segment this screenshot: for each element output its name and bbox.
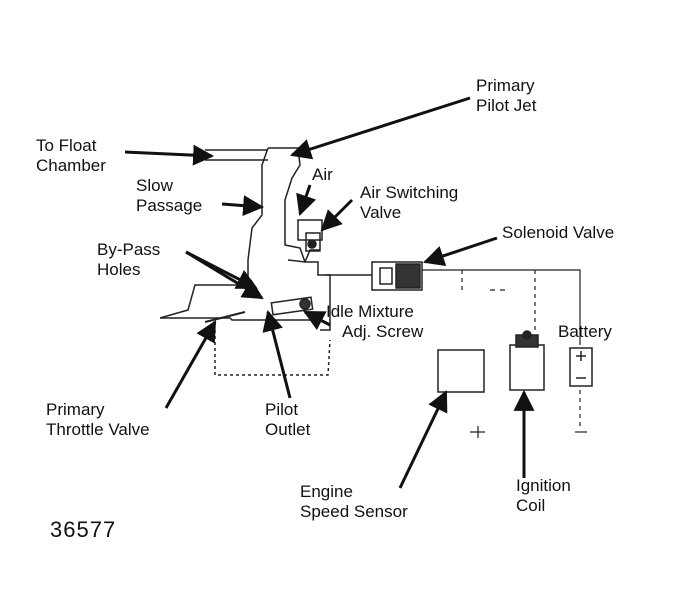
label-air-text: Air (312, 165, 333, 184)
label-by-pass-holes: By-Pass Holes (97, 240, 160, 280)
label-slow-passage-line1: Slow (136, 176, 173, 195)
label-pilot-outlet-line2: Outlet (265, 420, 311, 439)
label-engine-speed-sensor: Engine Speed Sensor (300, 482, 408, 522)
carburetor-body (159, 147, 421, 376)
label-slow-passage: Slow Passage (136, 176, 202, 216)
label-primary-pilot-jet-line2: Pilot Jet (476, 96, 537, 115)
label-slow-passage-line2: Passage (136, 196, 203, 215)
label-battery-text: Battery (558, 322, 612, 341)
label-idle-mixture-line2: Adj. Screw (342, 322, 424, 341)
air-switching-valve-assembly (297, 219, 323, 252)
arrow-slow-passage (221, 195, 265, 217)
label-primary-throttle-valve-line1: Primary (46, 400, 105, 419)
label-to-float-chamber-line1: To Float (36, 136, 97, 155)
label-to-float-chamber-line2: Chamber (36, 156, 106, 175)
label-primary-pilot-jet-line1: Primary (476, 76, 535, 95)
arrow-primary-pilot-jet (290, 96, 471, 160)
label-ignition-coil-line1: Ignition (516, 476, 571, 495)
arrow-engine-speed-sensor (398, 390, 448, 489)
arrow-idle-mixture (303, 310, 331, 331)
label-engine-speed-sensor-line2: Speed Sensor (300, 502, 408, 521)
engine-speed-sensor-box (437, 349, 485, 393)
arrow-air-switching-valve (320, 198, 354, 232)
label-pilot-outlet: Pilot Outlet (265, 400, 310, 440)
arrow-air (296, 184, 317, 216)
label-idle-mixture-adj-screw: Idle Mixture Adj. Screw (326, 302, 423, 342)
arrow-pilot-outlet (262, 309, 292, 399)
label-ignition-coil: Ignition Coil (516, 476, 571, 516)
label-to-float-chamber: To Float Chamber (36, 136, 106, 176)
ignition-coil-shape (509, 330, 545, 391)
solenoid-valve-shape (371, 261, 423, 291)
arrow-to-float-chamber (124, 144, 215, 166)
leader-arrows (124, 96, 535, 489)
arrow-solenoid-valve (423, 236, 498, 266)
label-air-switching-valve-line1: Air Switching (360, 183, 459, 202)
label-primary-throttle-valve-line2: Throttle Valve (46, 420, 150, 439)
label-engine-speed-sensor-line1: Engine (300, 482, 353, 501)
label-air: Air (312, 165, 333, 185)
label-primary-pilot-jet: Primary Pilot Jet (476, 76, 536, 116)
battery-shape (569, 347, 593, 387)
label-air-switching-valve: Air Switching Valve (360, 183, 458, 223)
label-ignition-coil-line2: Coil (516, 496, 546, 515)
label-solenoid-valve: Solenoid Valve (502, 223, 614, 243)
label-by-pass-holes-line1: By-Pass (97, 240, 161, 259)
label-by-pass-holes-line2: Holes (97, 260, 141, 279)
wiring (422, 269, 587, 438)
label-air-switching-valve-line2: Valve (360, 203, 402, 222)
figure-number: 36577 (50, 517, 117, 542)
label-battery: Battery (558, 322, 612, 342)
arrow-by-pass-holes-2 (185, 250, 264, 300)
arrow-primary-throttle-valve (164, 320, 217, 409)
label-idle-mixture-line1: Idle Mixture (326, 302, 414, 321)
label-solenoid-valve-text: Solenoid Valve (502, 223, 615, 242)
label-primary-throttle-valve: Primary Throttle Valve (46, 400, 150, 440)
label-pilot-outlet-line1: Pilot (265, 400, 299, 419)
